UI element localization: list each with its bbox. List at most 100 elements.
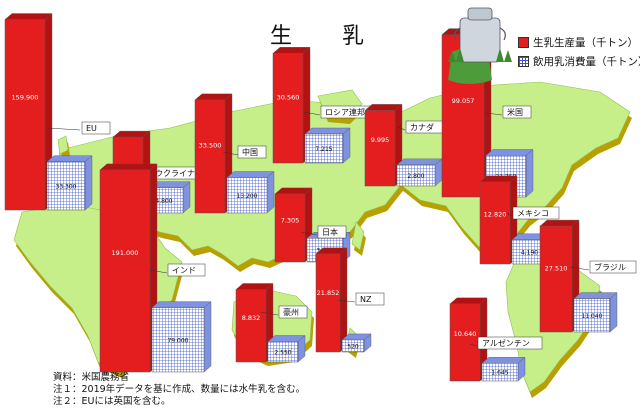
leader-line <box>569 266 590 271</box>
can-handle-left <box>454 27 461 41</box>
legend-production-label: 生乳生産量（千トン） <box>533 36 638 49</box>
consumption-bar-side <box>525 149 534 198</box>
production-bar <box>4 19 46 211</box>
consumption-bar <box>304 133 344 164</box>
footnotes: 資料：米国農務省 注１：2019年データを基に作成、数量には水牛乳を含む。 注２… <box>53 372 305 408</box>
island-uk <box>57 135 69 155</box>
leader-line <box>505 212 513 217</box>
consumption-bar-top <box>226 171 275 178</box>
region-name-box <box>167 263 206 277</box>
region-name: ロシア連邦 <box>325 107 365 117</box>
can-handle-right <box>499 27 506 41</box>
note-1: 注１：2019年データを基に作成、数量には水牛乳を含む。 <box>53 384 306 395</box>
production-label: 159.900 <box>12 94 39 102</box>
region-group: 30.560 7.215 ロシア連邦 <box>272 46 377 164</box>
production-label: 33.500 <box>199 141 222 149</box>
legend-consumption-swatch <box>518 55 529 67</box>
consumption-label: 7.215 <box>315 146 332 153</box>
grass-blades <box>448 48 464 62</box>
leader-line <box>485 112 503 116</box>
leader-line <box>149 269 168 274</box>
region-group: 191.000 79.000 インド <box>99 163 212 373</box>
consumption-label: 79.000 <box>168 337 189 344</box>
consumption-label: 4.190 <box>521 249 538 256</box>
region-name: 日本 <box>322 227 338 237</box>
leader-line <box>300 231 318 236</box>
consumption-bar <box>341 339 365 353</box>
consumption-label: 2.800 <box>407 173 424 180</box>
production-bar <box>194 99 226 214</box>
leader-line <box>222 151 239 156</box>
region-name: EU <box>86 124 97 133</box>
can-body <box>459 17 501 63</box>
region-name-box <box>278 305 308 319</box>
production-bar-top <box>4 13 53 20</box>
production-label: 9.995 <box>371 136 390 144</box>
region-name: 中国 <box>242 147 258 157</box>
consumption-bar-side <box>266 171 275 214</box>
consumption-label: 33.300 <box>56 183 77 190</box>
grass-blades <box>496 48 512 62</box>
region-name: 米国 <box>507 107 523 117</box>
consumption-label: 13.200 <box>237 193 258 200</box>
region-name: ウクライナ <box>155 169 195 178</box>
region-name: メキシコ <box>517 209 549 218</box>
region-name: カナダ <box>410 122 434 132</box>
region-name: ブラジル <box>594 262 626 272</box>
production-label: 191.000 <box>112 249 139 257</box>
can-lid <box>467 7 493 21</box>
consumption-label: 11.040 <box>582 313 603 320</box>
production-bar <box>539 225 573 333</box>
region-name: 豪州 <box>283 307 299 317</box>
consumption-bar <box>267 341 299 363</box>
consumption-bar-top <box>481 357 526 364</box>
production-label: 99.057 <box>452 97 475 105</box>
region-name: アルゼンチン <box>482 338 530 348</box>
region-group: 159.900 33.300 EU <box>4 13 111 211</box>
consumption-bar <box>151 307 205 373</box>
production-bar <box>364 110 396 187</box>
bars-layer: 159.90033.300EU10.1204.800ウクライナ33.50013.… <box>4 13 637 382</box>
consumption-label: 2.550 <box>274 349 291 356</box>
production-bar <box>99 169 151 373</box>
production-bar <box>449 303 481 382</box>
note-2: 注２：EUには英国を含む。 <box>53 396 171 407</box>
leader-line <box>397 126 406 131</box>
production-bar <box>272 53 304 164</box>
region-group: 7.3053.969日本 <box>274 187 351 263</box>
consumption-bar-top <box>573 292 618 299</box>
region-name-box <box>477 336 543 350</box>
region-name: インド <box>172 266 196 275</box>
production-label: 21.852 <box>317 289 340 297</box>
legend-consumption: 飲用乳消費量（千トン） <box>518 53 640 69</box>
production-label: 12.820 <box>484 210 507 218</box>
region-group: 12.820 4.190 メキシコ <box>479 175 560 265</box>
consumption-bar-top <box>485 149 534 156</box>
legend: 生乳生産量（千トン） 飲用乳消費量（千トン） <box>518 34 640 72</box>
production-bar-top <box>99 163 158 171</box>
production-label: 7.305 <box>281 217 300 225</box>
region-name-box <box>512 206 560 220</box>
legend-production: 生乳生産量（千トン） <box>518 34 640 50</box>
island-japan <box>351 221 365 251</box>
production-label: 30.560 <box>277 93 300 101</box>
production-bar <box>315 253 341 353</box>
leader-line <box>303 111 321 116</box>
consumption-bar-top <box>151 301 212 308</box>
milk-can-icon <box>448 7 512 84</box>
consumption-bar-top <box>46 155 93 162</box>
consumption-label: 520 <box>347 343 359 350</box>
region-name-box <box>502 105 532 119</box>
legend-consumption-label: 飲用乳消費量（千トン） <box>533 55 640 68</box>
leader-line <box>47 127 81 131</box>
region-name-box <box>81 121 111 135</box>
leader-line <box>337 299 356 303</box>
consumption-bar <box>481 363 519 382</box>
consumption-bar-top <box>304 127 351 135</box>
production-bar <box>479 181 511 265</box>
source-note: 資料：米国農務省 <box>53 372 130 383</box>
